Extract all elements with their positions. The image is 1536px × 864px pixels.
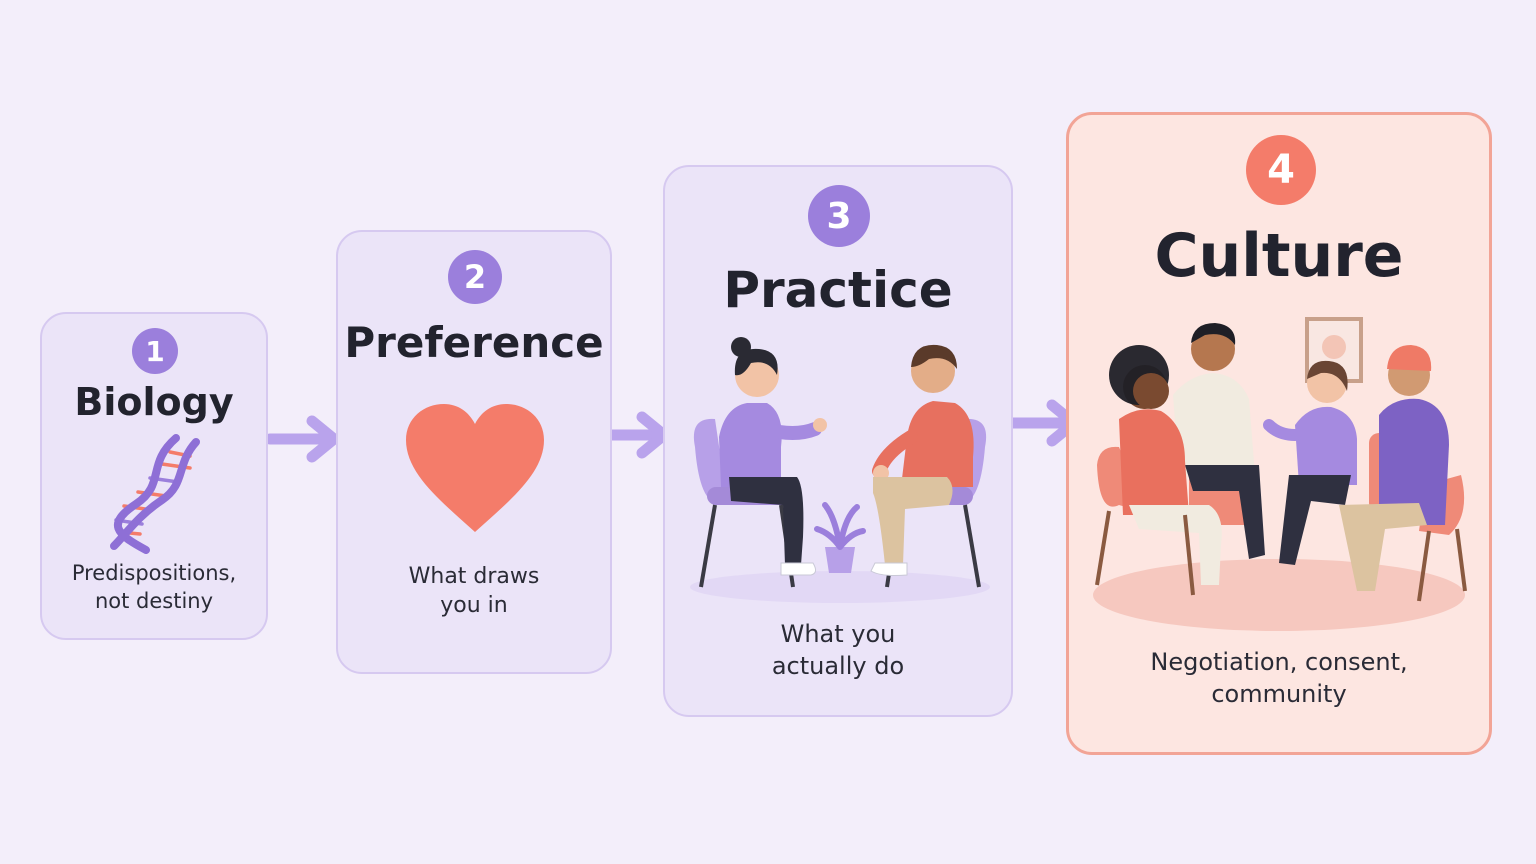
step-card-preference: 2 Preference What draws you in [336,230,612,674]
step-title: Preference [344,318,604,367]
step-description: What you actually do [771,620,905,680]
step-description: Predispositions, not destiny [71,561,237,613]
step-number-badge: 3 [808,185,870,247]
two-people-talking-illustration [690,337,990,603]
arrow-1-to-2 [266,415,340,463]
step-number-badge: 4 [1246,135,1316,205]
step-title: Practice [723,261,953,319]
step-card-practice: 3 Practice What you actually do [663,165,1013,717]
step-description: What draws you in [408,564,540,619]
step-number-badge: 2 [448,250,502,304]
step-title: Culture [1154,221,1404,291]
dna-icon [110,434,200,554]
step-description: Negotiation, consent, community [1150,648,1408,708]
step-card-biology: 1 Biology Predispositions, not destiny [40,312,268,640]
group-circle-illustration [1093,317,1467,631]
step-title: Biology [74,380,234,424]
heart-icon [406,404,544,532]
step-number-badge: 1 [132,328,178,374]
step-card-culture: 4 Culture [1066,112,1492,755]
